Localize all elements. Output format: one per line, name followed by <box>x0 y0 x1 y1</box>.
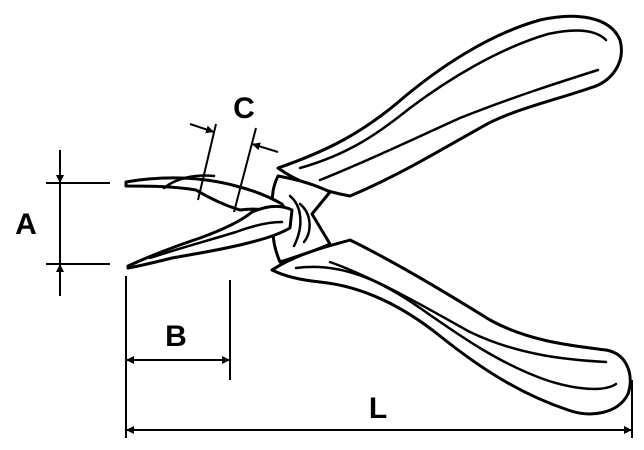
dim-b-label: B <box>165 320 187 353</box>
pivot-boss <box>288 194 302 248</box>
dimension-c <box>189 123 279 213</box>
dim-a-label: A <box>15 208 37 241</box>
dimension-b <box>125 276 231 438</box>
pivot-boss-inner <box>298 202 311 244</box>
dim-l-label: L <box>369 392 387 425</box>
lower-handle-inner-edge <box>328 260 608 364</box>
dimension-l <box>126 380 633 438</box>
upper-handle <box>276 14 623 198</box>
upper-handle-grip-line <box>298 29 608 170</box>
lower-jaw <box>126 204 294 270</box>
lower-handle-grip-line <box>294 265 618 391</box>
upper-jaw-bevel <box>162 174 216 190</box>
pliers-drawing <box>124 14 632 416</box>
dim-c-label: C <box>233 92 255 125</box>
dim-c-extension-right <box>233 127 257 213</box>
dim-c-extension-left <box>197 123 217 201</box>
lower-handle <box>270 238 632 416</box>
upper-handle-inner-edge <box>318 68 600 182</box>
dim-c-leader-left <box>189 123 215 134</box>
dim-c-leader-right <box>251 142 279 153</box>
dimension-a <box>46 150 110 296</box>
lower-jaw-bevel <box>148 220 284 260</box>
